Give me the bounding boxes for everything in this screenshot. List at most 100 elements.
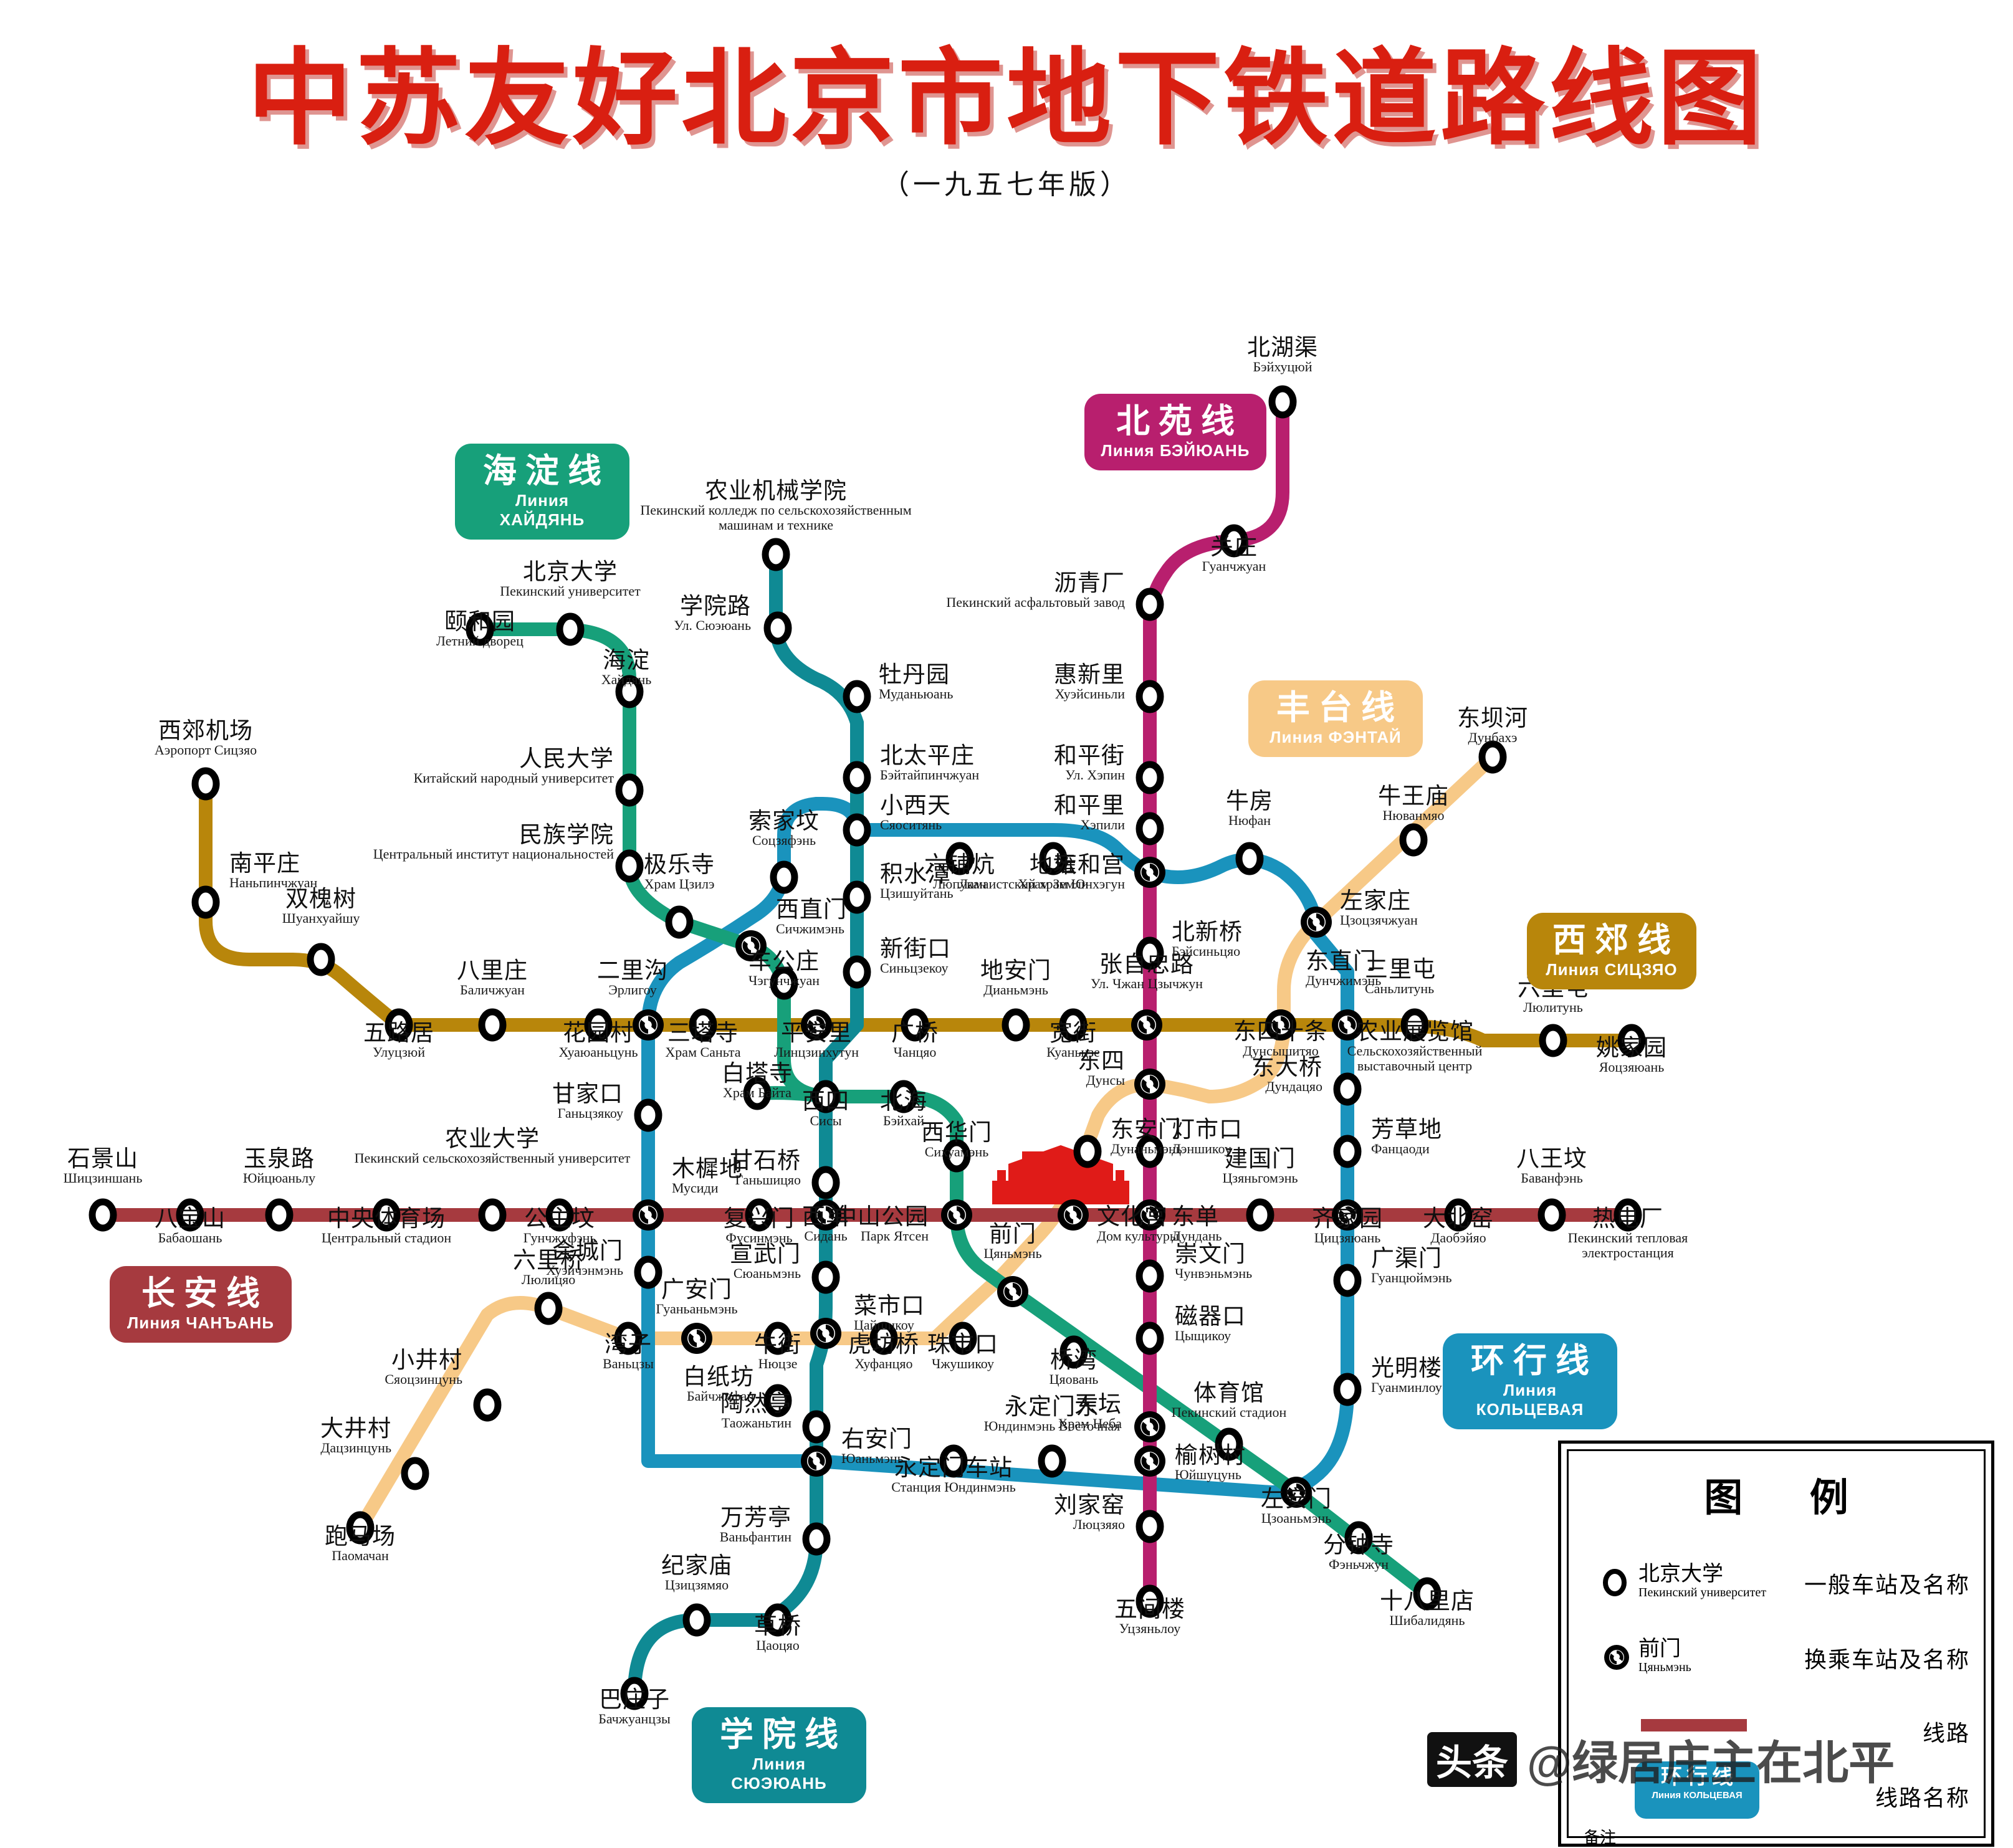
interchange-station-icon[interactable] xyxy=(801,1009,832,1041)
plain-station-icon[interactable] xyxy=(1136,812,1164,845)
plain-station-icon[interactable] xyxy=(1617,1024,1646,1057)
interchange-station-icon[interactable] xyxy=(735,930,767,961)
plain-station-icon[interactable] xyxy=(620,1677,649,1710)
plain-station-icon[interactable] xyxy=(1136,1322,1164,1355)
plain-station-icon[interactable] xyxy=(811,1080,840,1113)
line-badge-beiyuan[interactable]: 北苑线 Линия БЭЙЮАНЬ xyxy=(1084,394,1266,471)
plain-station-icon[interactable] xyxy=(843,813,871,847)
plain-station-icon[interactable] xyxy=(1136,588,1164,621)
plain-station-icon[interactable] xyxy=(1333,1135,1362,1168)
plain-station-icon[interactable] xyxy=(763,1322,792,1355)
plain-station-icon[interactable] xyxy=(1246,1198,1274,1232)
plain-station-icon[interactable] xyxy=(770,860,798,894)
plain-station-icon[interactable] xyxy=(265,1198,294,1232)
plain-station-icon[interactable] xyxy=(745,1198,773,1232)
plain-station-icon[interactable] xyxy=(665,905,694,939)
plain-station-icon[interactable] xyxy=(1268,385,1297,419)
plain-station-icon[interactable] xyxy=(1333,1373,1362,1406)
plain-station-icon[interactable] xyxy=(949,1322,977,1355)
interchange-station-icon[interactable] xyxy=(810,1318,841,1349)
plain-station-icon[interactable] xyxy=(869,1322,898,1355)
plain-station-icon[interactable] xyxy=(802,1410,831,1444)
plain-station-icon[interactable] xyxy=(763,611,792,645)
interchange-station-icon[interactable] xyxy=(1265,1009,1296,1041)
line-badge-fengtai[interactable]: 丰台线 Линия ФЭНТАЙ xyxy=(1248,680,1423,758)
line-badge-xueyuan[interactable]: 学院线 Линия СЮЭЮАНЬ xyxy=(692,1707,866,1804)
interchange-station-icon[interactable] xyxy=(1058,1199,1089,1231)
plain-station-icon[interactable] xyxy=(1333,1072,1362,1106)
plain-station-icon[interactable] xyxy=(1220,524,1248,558)
plain-station-icon[interactable] xyxy=(176,1198,204,1232)
plain-station-icon[interactable] xyxy=(534,1292,563,1325)
interchange-station-icon[interactable] xyxy=(810,1199,841,1231)
plain-station-icon[interactable] xyxy=(1136,680,1164,713)
plain-station-icon[interactable] xyxy=(1136,1135,1164,1168)
plain-station-icon[interactable] xyxy=(1059,1008,1088,1042)
plain-station-icon[interactable] xyxy=(1136,1510,1164,1543)
plain-station-icon[interactable] xyxy=(770,966,798,1000)
plain-station-icon[interactable] xyxy=(689,1008,717,1042)
interchange-station-icon[interactable] xyxy=(681,1323,712,1354)
plain-station-icon[interactable] xyxy=(1136,1259,1164,1293)
plain-station-icon[interactable] xyxy=(1399,823,1428,857)
plain-station-icon[interactable] xyxy=(615,849,644,883)
line-badge-changan[interactable]: 长安线 Линия ЧАНЪАНЬ xyxy=(110,1266,292,1343)
plain-station-icon[interactable] xyxy=(191,767,220,801)
plain-station-icon[interactable] xyxy=(1413,1577,1442,1611)
interchange-station-icon[interactable] xyxy=(1134,1199,1165,1231)
plain-station-icon[interactable] xyxy=(307,943,335,976)
plain-station-icon[interactable] xyxy=(1537,1198,1566,1232)
interchange-station-icon[interactable] xyxy=(1281,1477,1312,1508)
